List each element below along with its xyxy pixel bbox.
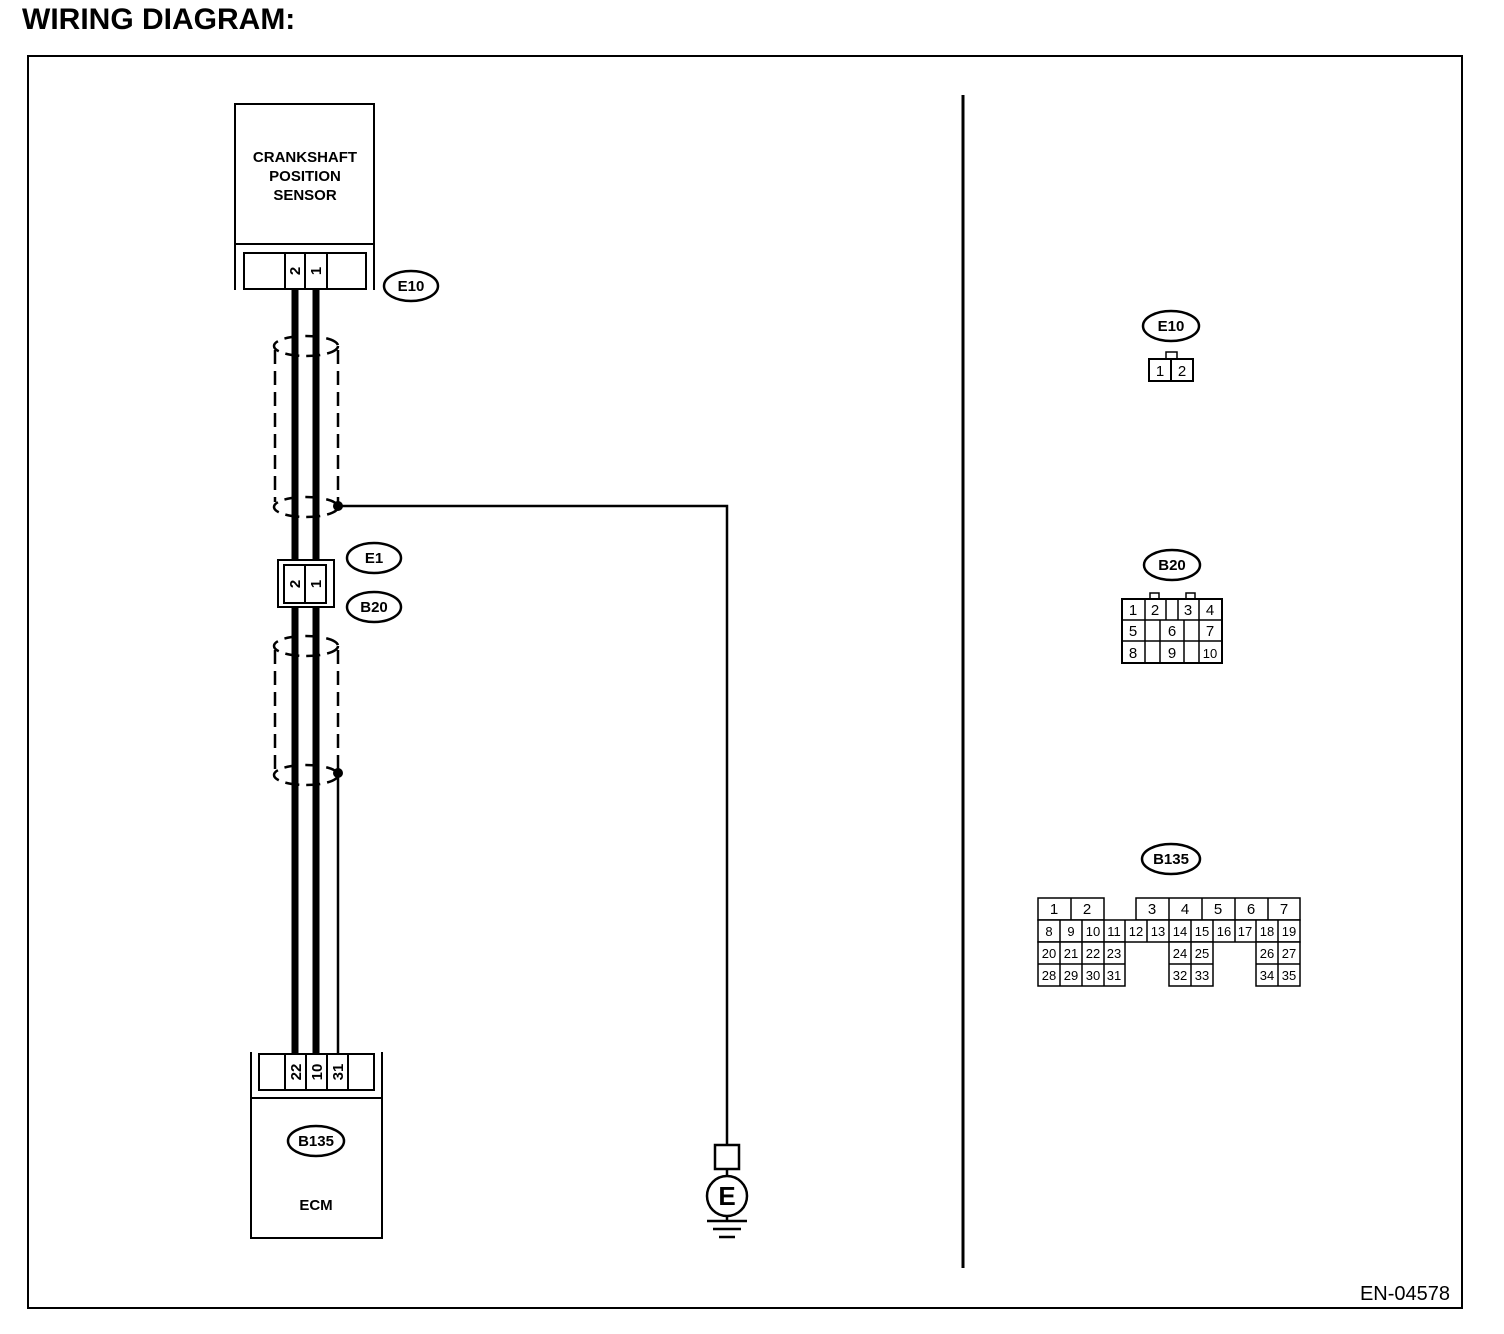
diagram-frame — [27, 55, 1463, 1309]
b135-view-pin: 34 — [1260, 968, 1274, 983]
b135-view-pin: 2 — [1083, 901, 1091, 918]
b135-view-pin: 15 — [1195, 924, 1209, 939]
svg-text:E1: E1 — [365, 550, 383, 567]
sensor-name-line-1: CRANKSHAFT — [253, 149, 357, 166]
b135-view-pin: 5 — [1214, 901, 1222, 918]
sensor-pin-2: 2 — [287, 267, 304, 275]
b135-view-pin: 22 — [1086, 946, 1100, 961]
lower-shield — [272, 634, 340, 787]
sensor-name-line-3: SENSOR — [273, 187, 337, 204]
ecm-unit: 22 10 31 B135 ECM — [250, 1052, 383, 1239]
connector-view-b135-label: B135 — [1153, 851, 1189, 868]
connector-view-b135: B135 1 2 3 — [1037, 842, 1301, 987]
b20-view-pin: 3 — [1184, 602, 1192, 619]
connector-view-b20: B20 1 2 3 4 5 6 7 8 9 10 — [1121, 548, 1223, 664]
joint-pin-1: 1 — [308, 580, 325, 588]
b20-view-pin: 5 — [1129, 623, 1137, 640]
b135-view-pin: 31 — [1107, 968, 1121, 983]
ecm-pin-22: 22 — [288, 1064, 305, 1081]
b135-view-pin: 28 — [1042, 968, 1056, 983]
upper-shield — [272, 334, 340, 519]
b135-view-pin: 4 — [1181, 901, 1189, 918]
b135-view-pin: 30 — [1086, 968, 1100, 983]
b20-view-pin: 4 — [1206, 602, 1214, 619]
connector-view-e10: E10 1 2 — [1141, 309, 1201, 382]
e10-view-pin-2: 2 — [1178, 363, 1186, 380]
joint-lower-badge: B20 — [345, 590, 403, 624]
b20-view-pin: 1 — [1129, 602, 1137, 619]
b135-view-pin: 32 — [1173, 968, 1187, 983]
joint-upper-badge: E1 — [345, 541, 403, 575]
b135-view-pin: 12 — [1129, 924, 1143, 939]
b135-view-pin: 8 — [1045, 924, 1052, 939]
svg-text:B20: B20 — [360, 599, 388, 616]
connector-view-e10-label: E10 — [1158, 318, 1185, 335]
b20-view-pin: 8 — [1129, 645, 1137, 662]
ecm-pin-10: 10 — [309, 1064, 326, 1081]
sensor-pin-1: 1 — [308, 267, 325, 275]
b135-view-pin: 29 — [1064, 968, 1078, 983]
b20-view-pin: 9 — [1168, 645, 1176, 662]
b135-view-pin: 11 — [1107, 924, 1121, 939]
svg-text:B135: B135 — [298, 1133, 334, 1150]
svg-text:E10: E10 — [398, 278, 425, 295]
sensor-connector-badge: E10 — [382, 269, 440, 303]
b135-view-pin: 27 — [1282, 946, 1296, 961]
b135-view-pin: 7 — [1280, 901, 1288, 918]
ecm-connector-badge — [286, 1124, 346, 1158]
sensor-name-line-2: POSITION — [269, 168, 341, 185]
b20-view-pin: 7 — [1206, 623, 1214, 640]
connector-view-b20-label: B20 — [1158, 557, 1186, 574]
shield-ground-wire — [338, 504, 729, 1145]
b135-view-pin: 6 — [1247, 901, 1255, 918]
b135-view-pin: 17 — [1238, 924, 1252, 939]
b135-view-pin: 26 — [1260, 946, 1274, 961]
joint-pin-2: 2 — [287, 580, 304, 588]
b135-view-pin: 1 — [1050, 901, 1058, 918]
b135-view-pin: 25 — [1195, 946, 1209, 961]
ground-symbol: E — [705, 1143, 749, 1239]
b135-view-pin: 20 — [1042, 946, 1056, 961]
b135-view-pin: 24 — [1173, 946, 1187, 961]
ecm-pin-31: 31 — [330, 1064, 347, 1081]
b20-view-pin: 10 — [1203, 646, 1217, 661]
b135-view-pin: 19 — [1282, 924, 1296, 939]
ground-symbol-label: E — [718, 1181, 735, 1211]
b135-view-pin: 3 — [1148, 901, 1156, 918]
b135-view-pin: 23 — [1107, 946, 1121, 961]
b20-view-pin: 2 — [1151, 602, 1159, 619]
b135-view-pin: 10 — [1086, 924, 1100, 939]
signal-wires — [291, 289, 320, 1055]
b135-view-pin: 21 — [1064, 946, 1078, 961]
e10-view-pin-1: 1 — [1156, 363, 1164, 380]
page-title: WIRING DIAGRAM: — [22, 3, 295, 36]
b135-view-pin: 35 — [1282, 968, 1296, 983]
b135-view-pin: 9 — [1067, 924, 1074, 939]
b135-view-pin: 14 — [1173, 924, 1187, 939]
crankshaft-position-sensor: CRANKSHAFT POSITION SENSOR 2 1 — [234, 103, 375, 290]
figure-id: EN-04578 — [1360, 1283, 1450, 1305]
b135-view-pin: 13 — [1151, 924, 1165, 939]
b135-view-pin: 16 — [1217, 924, 1231, 939]
b20-view-pin: 6 — [1168, 623, 1176, 640]
b135-view-pin: 18 — [1260, 924, 1274, 939]
b135-view-pin: 33 — [1195, 968, 1209, 983]
ecm-label: ECM — [299, 1197, 332, 1214]
joint-connector: 2 1 — [277, 559, 335, 608]
